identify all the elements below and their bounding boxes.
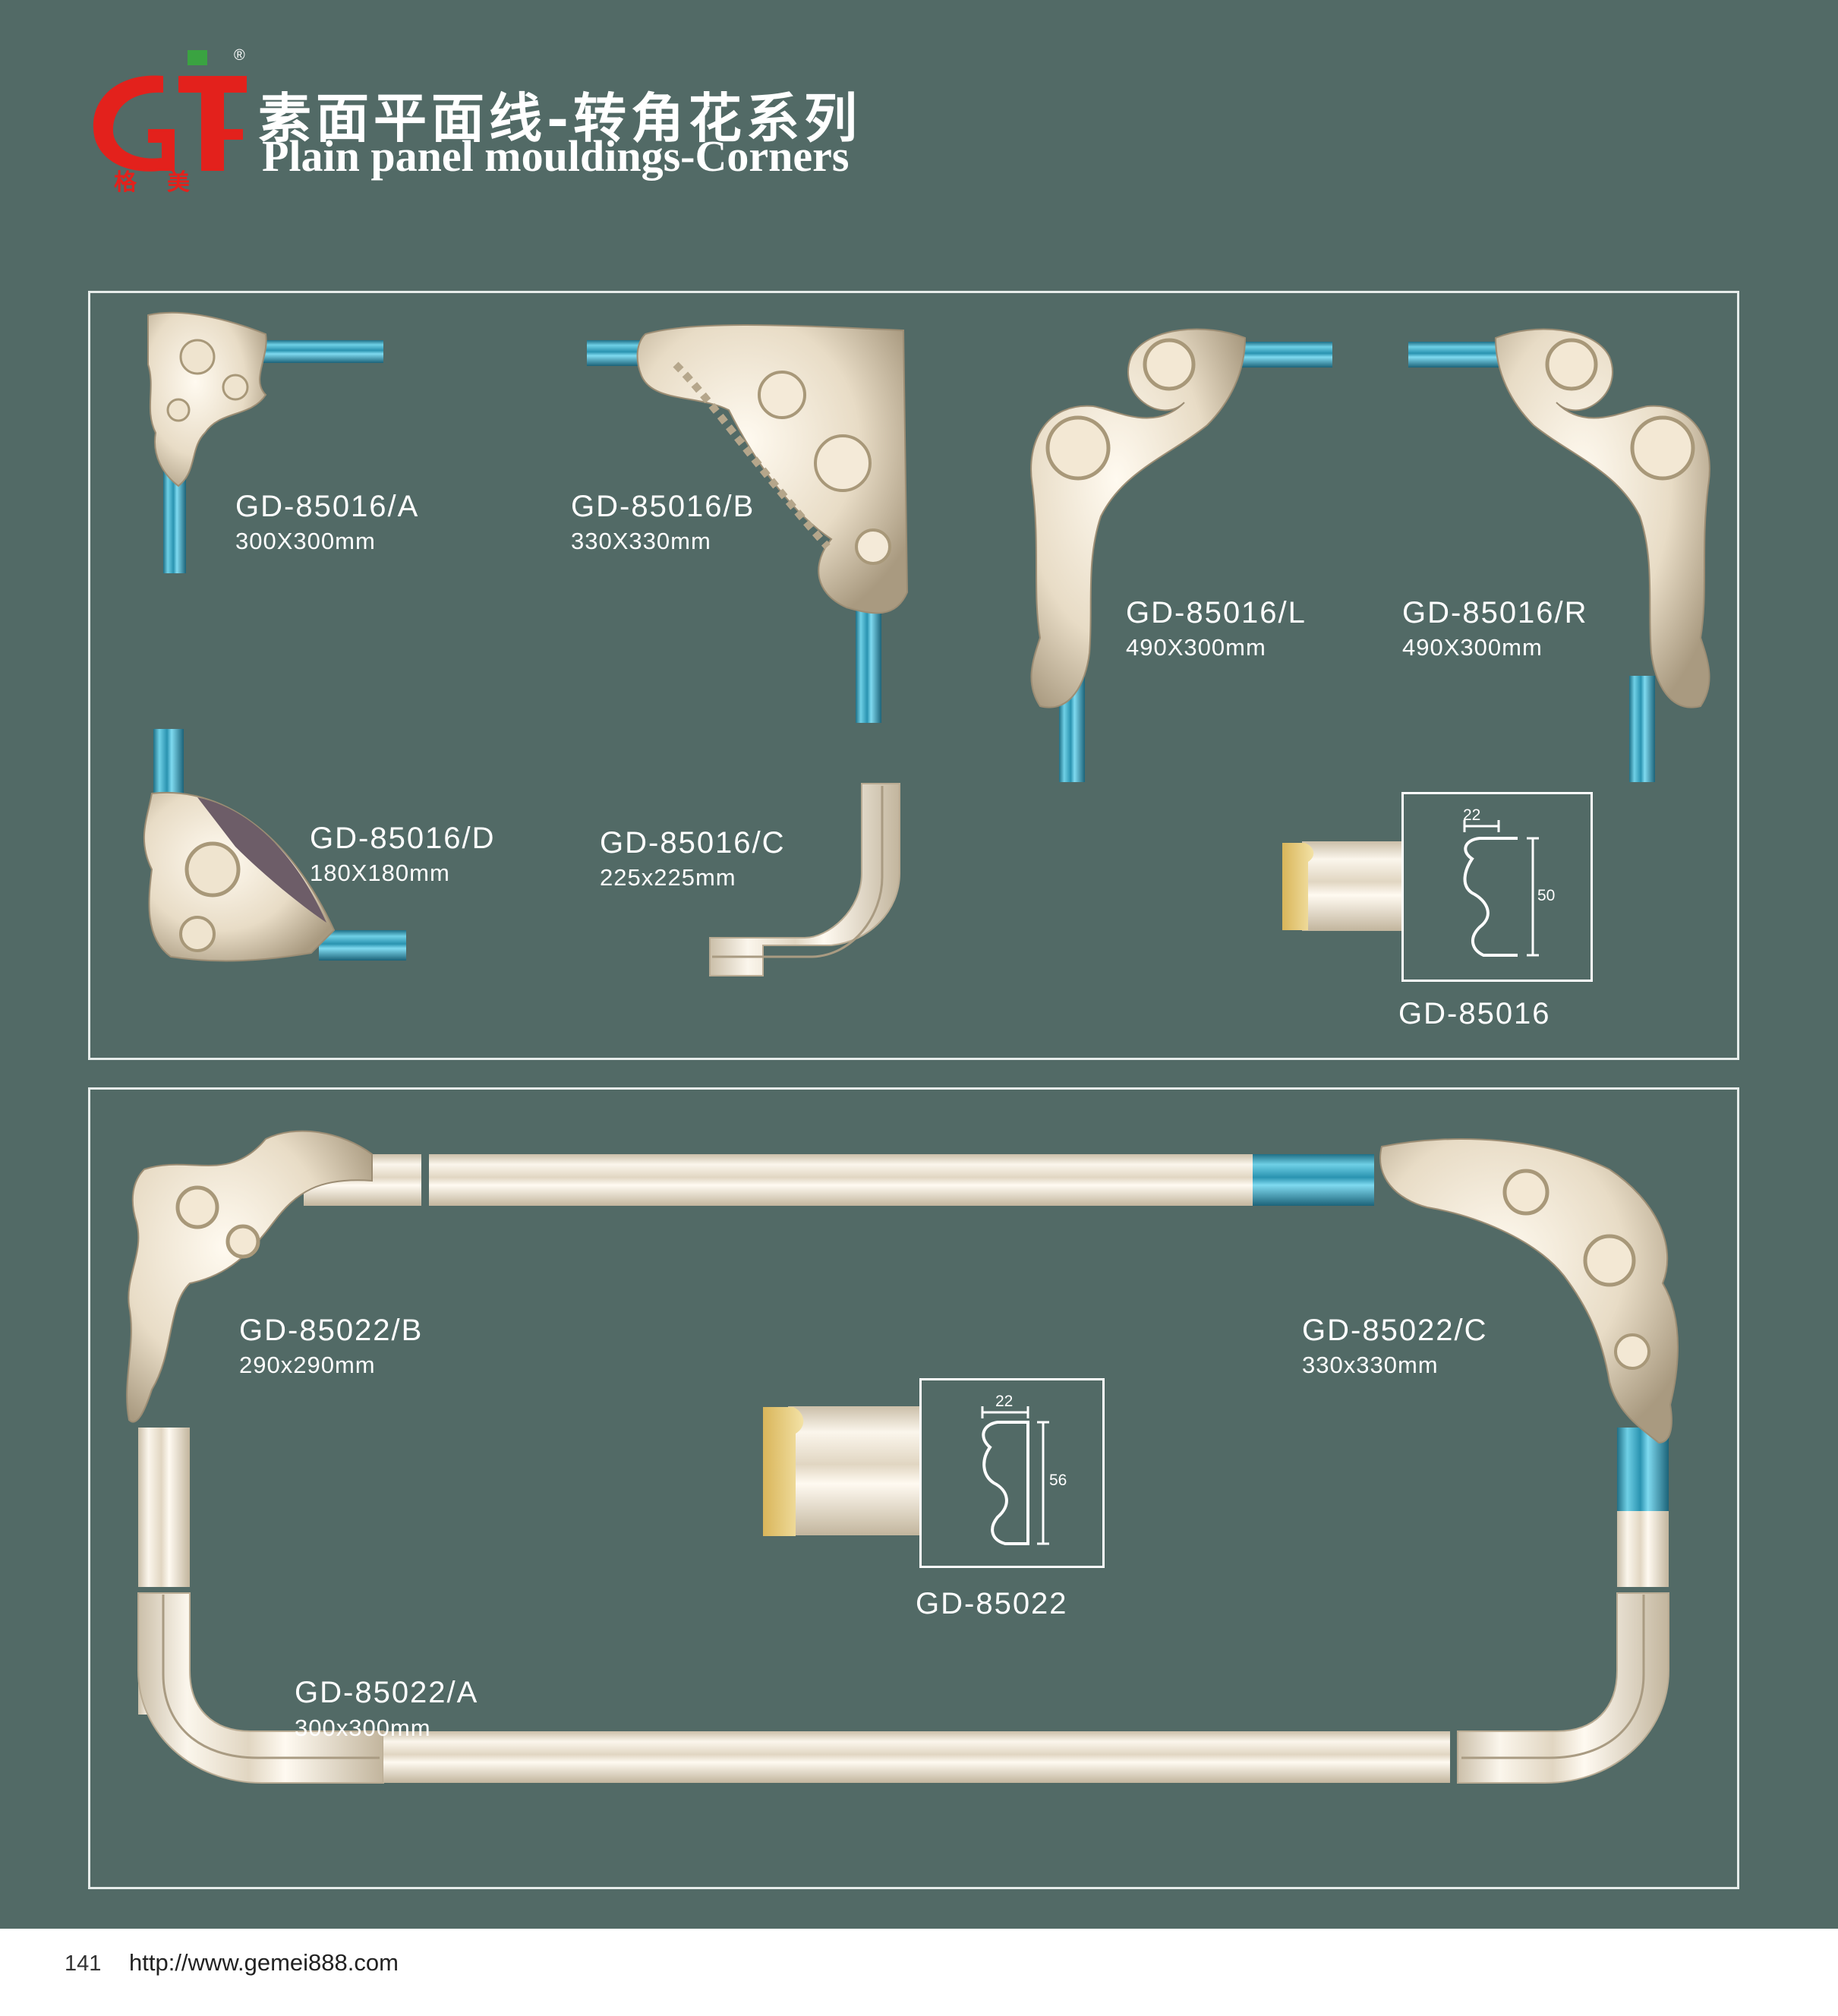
corner-85016-a-image [147,311,383,573]
item-code: GD-85016/C [600,826,786,860]
gemei-logo: 格美 ® [87,46,251,197]
title-english: Plain panel mouldings-Corners [262,131,850,181]
logo-text: 格美 [114,169,220,196]
item-size: 300X300mm [235,528,376,554]
corner-85016-d-image [143,729,406,962]
item-code: GD-85016/R [1402,596,1588,629]
item-code: GD-85016/L [1126,596,1307,629]
corner-85016-r-image [1408,328,1710,782]
panel-bottom [88,1087,1739,1889]
profile-code: GD-85016 [1398,997,1551,1030]
item-code: GD-85016/A [235,490,420,523]
item-size: 300x300mm [295,1715,431,1741]
profile-height: 50 [1537,887,1556,904]
panel-top [88,291,1739,1060]
corner-85016-b-image [587,324,909,723]
moulding-frame-image [126,1130,1679,1784]
item-code: GD-85016/B [571,490,755,523]
profile-code: GD-85022 [916,1587,1068,1620]
corner-85016-c-image [709,783,900,976]
title-chinese: 素面平面线-转角花系列 [258,87,862,150]
item-size: 490X300mm [1126,634,1266,661]
page-number: 141 [65,1951,102,1976]
item-size: 225x225mm [600,864,736,891]
item-code: GD-85022/A [295,1676,479,1709]
item-size: 490X300mm [1402,634,1543,661]
profile-width: 22 [995,1393,1014,1410]
item-size: 330X330mm [571,528,711,554]
item-size: 330x330mm [1302,1352,1439,1378]
footer-bar [0,1929,1838,2016]
website-link[interactable]: http://www.gemei888.com [129,1949,399,1976]
registered-mark: ® [234,47,245,64]
profile-sample-85022 [763,1406,921,1536]
item-code: GD-85016/D [310,822,496,855]
corner-85016-l-image [1030,328,1332,782]
item-code: GD-85022/C [1302,1314,1488,1347]
item-size: 180X180mm [310,860,450,886]
item-size: 290x290mm [239,1352,376,1378]
profile-height: 56 [1049,1472,1067,1489]
profile-sample-85016 [1282,841,1402,931]
item-code: GD-85022/B [239,1314,424,1347]
profile-diagram-85016: 22 50 [1401,792,1593,982]
profile-width: 22 [1463,806,1481,824]
profile-diagram-85022: 22 56 [919,1378,1105,1568]
